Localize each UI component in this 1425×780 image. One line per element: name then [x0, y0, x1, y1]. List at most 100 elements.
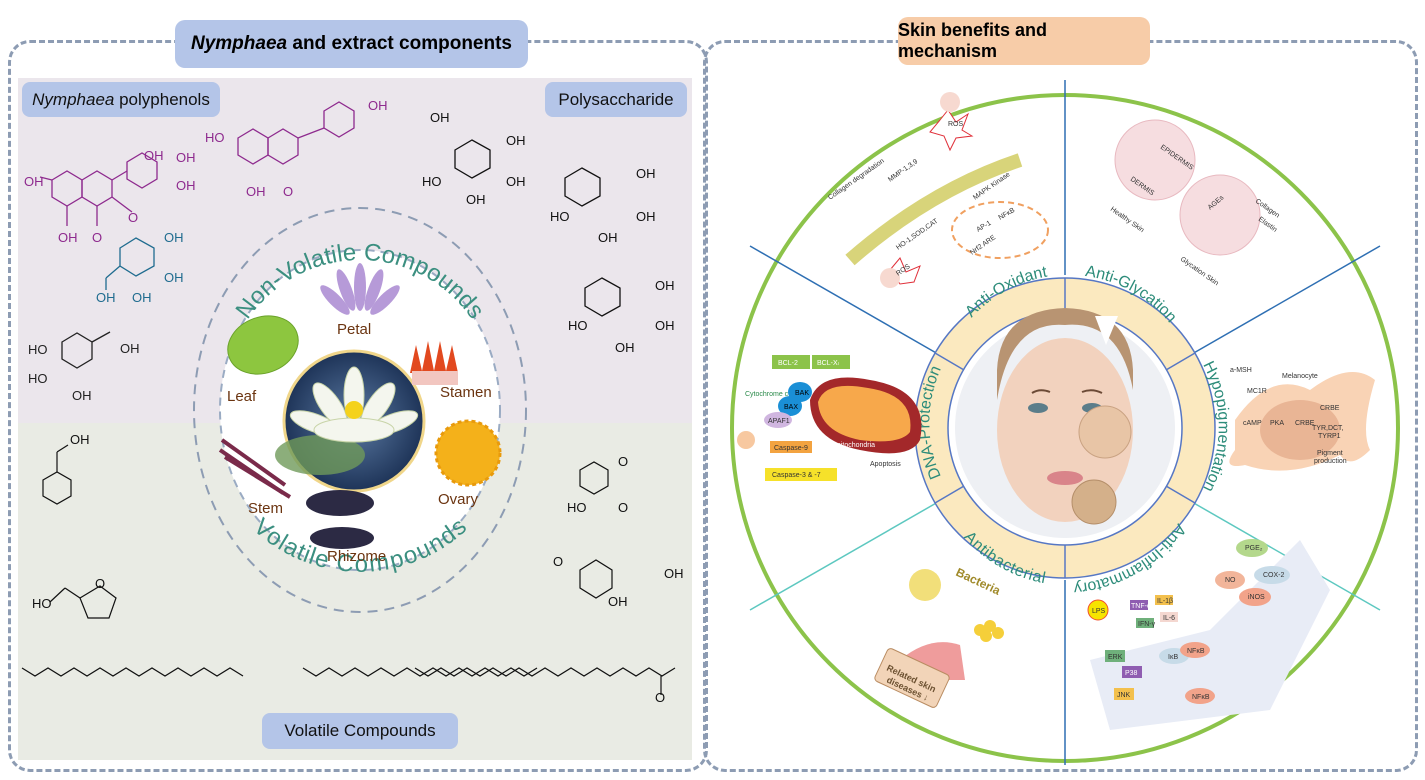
- label: NFκB: [1187, 648, 1205, 655]
- label: CRBE: [1320, 405, 1340, 412]
- water-lily-image: [275, 349, 426, 493]
- label: TYRP1: [1318, 433, 1341, 440]
- label: OH: [655, 318, 675, 333]
- label: OH: [615, 340, 635, 355]
- volatile-compounds-tag: Volatile Compounds: [262, 713, 458, 749]
- label: OH: [132, 290, 152, 305]
- label: a-MSH: [1230, 367, 1252, 374]
- chemical-structures: OH OH OH OH OH O O OH OH OH OH HO OH O O…: [21, 98, 684, 705]
- label: COX-2: [1263, 572, 1285, 579]
- label: PKA: [1270, 420, 1284, 427]
- label: OH: [506, 133, 526, 148]
- label: OH: [164, 270, 184, 285]
- label: O: [553, 554, 563, 569]
- label: OH: [176, 150, 196, 165]
- label: OH: [72, 388, 92, 403]
- right-panel-title: Skin benefits and mechanism: [898, 17, 1150, 65]
- dna-protection-mechanism: BCL-2 BCL-Xₗ Cytochrome c BAK BAX APAF1 …: [737, 355, 922, 481]
- label: OH: [96, 290, 116, 305]
- label: OH: [368, 98, 388, 113]
- label: CRBE: [1295, 420, 1315, 427]
- petal-label: Petal: [337, 321, 372, 338]
- label: OH: [120, 341, 140, 356]
- label: OH: [164, 230, 184, 245]
- ovary-image: [434, 419, 502, 487]
- gallic-acid-labels: HO HO OH OH: [28, 341, 140, 403]
- label: production: [1314, 458, 1347, 465]
- label: Pigment: [1317, 450, 1343, 457]
- rhizome-image: [306, 490, 374, 549]
- label: OH: [176, 178, 196, 193]
- label: HO: [568, 318, 588, 333]
- label: OH: [430, 110, 450, 125]
- antiinflammatory-mechanism: PGE₂ NO COX-2 iNOS TNF-α IL-1β IL-6 IFN-…: [1087, 539, 1330, 730]
- antibacterial-mechanism: Bacteria Related skin diseases ↓: [874, 565, 1004, 708]
- left-panel-title: Nymphaea and extract components: [175, 20, 528, 68]
- label: BAK: [795, 390, 809, 397]
- label: NFκB: [1192, 694, 1210, 701]
- label: iNOS: [1248, 594, 1265, 601]
- label: HO: [28, 342, 48, 357]
- polyphenols-tag: Nymphaea polyphenols: [22, 82, 220, 117]
- leaf-label: Leaf: [227, 388, 257, 405]
- glucose-ring-structure: [105, 237, 155, 290]
- label: LPS: [1092, 608, 1106, 615]
- label: IL-6: [1163, 615, 1175, 622]
- label: O: [655, 690, 665, 705]
- label: Caspase-3 & -7: [772, 472, 821, 479]
- volatile-structures: [21, 444, 676, 695]
- label: OH: [598, 230, 618, 245]
- plant-parts-diagram: Non-Volatile Compounds Volatile Compound…: [193, 207, 527, 613]
- label: BCL-2: [778, 360, 798, 367]
- label: OH: [655, 278, 675, 293]
- ovary-label: Ovary: [438, 491, 479, 508]
- label: OH: [246, 184, 266, 199]
- label: IκB: [1168, 654, 1178, 661]
- label: TYR,DCT,: [1312, 425, 1344, 432]
- hypopigmentation-mechanism: a-MSH MC1R Melanocyte cAMP PKA CRBE CRBE…: [1229, 367, 1375, 471]
- petal-image: [320, 263, 400, 315]
- polysaccharide-structures: [454, 139, 621, 317]
- label: OH: [608, 594, 628, 609]
- rhizome-label: Rhizome: [327, 548, 387, 565]
- label: OH: [636, 166, 656, 181]
- label: HO: [205, 130, 225, 145]
- label: cAMP: [1243, 420, 1262, 427]
- label: ERK: [1108, 654, 1123, 661]
- label: OH: [70, 432, 90, 447]
- stem-label: Stem: [248, 500, 284, 517]
- label: OH: [58, 230, 78, 245]
- volatile-labels: OH HO O HO O O O OH OH O: [32, 432, 684, 705]
- outer-dashed-ring: [193, 207, 527, 613]
- gallic-acid-structure: [61, 331, 111, 369]
- label: O: [618, 500, 628, 515]
- leaf-image: [227, 315, 299, 375]
- label: OH: [664, 566, 684, 581]
- face-image: [955, 308, 1175, 538]
- stem-image: [218, 438, 292, 499]
- label: HO: [28, 371, 48, 386]
- aging-skin-magnifier: [1071, 479, 1117, 525]
- label: Cytochrome c: [745, 391, 789, 398]
- label: NO: [1225, 577, 1236, 584]
- label: APAF1: [768, 418, 790, 425]
- glucose-labels: OH OH OH OH: [96, 230, 184, 305]
- aging-skin-magnifier: [1078, 405, 1132, 459]
- label: HO: [422, 174, 442, 189]
- label: ROS: [948, 121, 964, 128]
- label: JNK: [1117, 692, 1131, 699]
- label: O: [618, 454, 628, 469]
- label: OH: [506, 174, 526, 189]
- stamen-image: [410, 341, 458, 385]
- naringenin-labels: HO OH O OH: [205, 98, 388, 199]
- label: IFN-γ: [1138, 621, 1156, 628]
- myricetin-labels: OH OH OH OH OH O O: [24, 148, 196, 245]
- label: HO: [550, 209, 570, 224]
- label: Melanocyte: [1282, 373, 1318, 380]
- title-rest: and extract components: [287, 33, 512, 54]
- label: mitochondria: [835, 442, 875, 449]
- title-italic: Nymphaea: [191, 33, 288, 54]
- label: HO: [567, 500, 587, 515]
- polysaccharide-labels: OH OH OH HO OH OH HO OH OH OH HO OH OH: [422, 110, 675, 355]
- tag-rest: polyphenols: [114, 89, 210, 109]
